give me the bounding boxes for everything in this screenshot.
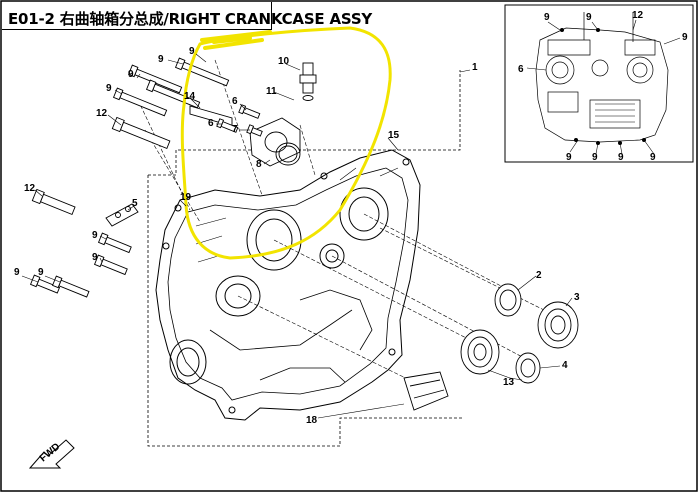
callout-9: 9 (38, 267, 44, 278)
callout-15: 15 (388, 130, 400, 141)
callout-9: 9 (158, 54, 164, 65)
callout-9: 9 (128, 69, 134, 80)
fwd-arrow (28, 439, 75, 469)
inset-callout-9: 9 (592, 152, 598, 163)
callout-7: 7 (232, 124, 238, 135)
callout-12: 12 (24, 183, 36, 194)
inset-callout-9: 9 (618, 152, 624, 163)
inset-callout-9: 9 (566, 152, 572, 163)
callout-9: 9 (189, 46, 195, 57)
callout-3: 3 (574, 292, 580, 303)
crankcase-body (155, 149, 421, 421)
inset-view (504, 4, 694, 163)
bearings (403, 283, 579, 411)
callouts-main: 9 9 10 9 14 11 9 6 1 12 6 7 15 8 12 5 19… (14, 46, 580, 426)
callout-4: 4 (562, 360, 568, 371)
alignment-lines (137, 59, 561, 391)
callout-9: 9 (92, 230, 98, 241)
callout-18: 18 (306, 415, 318, 426)
small-bolts (216, 104, 263, 137)
callout-9: 9 (92, 252, 98, 263)
callout-2: 2 (536, 270, 542, 281)
highlight-annotation (180, 26, 392, 260)
sensor-part (299, 62, 317, 101)
title-box: E01-2 右曲轴箱分总成/RIGHT CRANKCASE ASSY (2, 2, 372, 30)
callout-14: 14 (184, 91, 196, 102)
inset-callout-6: 6 (518, 64, 524, 75)
callout-11: 11 (266, 86, 277, 97)
assembly-bracket (147, 175, 462, 447)
cover-plate (249, 117, 301, 167)
leader-lines (21, 53, 573, 419)
diagram-title: E01-2 右曲轴箱分总成/RIGHT CRANKCASE ASSY (8, 10, 373, 28)
callout-9: 9 (106, 83, 112, 94)
callout-5: 5 (132, 198, 138, 209)
inset-callout-9: 9 (544, 12, 550, 23)
inset-callout-9: 9 (650, 152, 656, 163)
callout-6: 6 (232, 96, 238, 107)
callout-13: 13 (503, 377, 515, 388)
inset-callout-9: 9 (586, 12, 592, 23)
inset-callout-9: 9 (682, 32, 688, 43)
callout-6: 6 (208, 118, 214, 129)
callout-9: 9 (14, 267, 20, 278)
bolt-group-left (29, 188, 139, 298)
callout-12: 12 (96, 108, 108, 119)
callout-1: 1 (472, 62, 478, 73)
callout-10: 10 (278, 56, 290, 67)
callouts-inset: 9 9 12 6 9 9 9 9 9 (518, 10, 688, 163)
inset-callout-12: 12 (632, 10, 644, 21)
callout-8: 8 (256, 159, 262, 170)
callout-19: 19 (180, 192, 192, 203)
